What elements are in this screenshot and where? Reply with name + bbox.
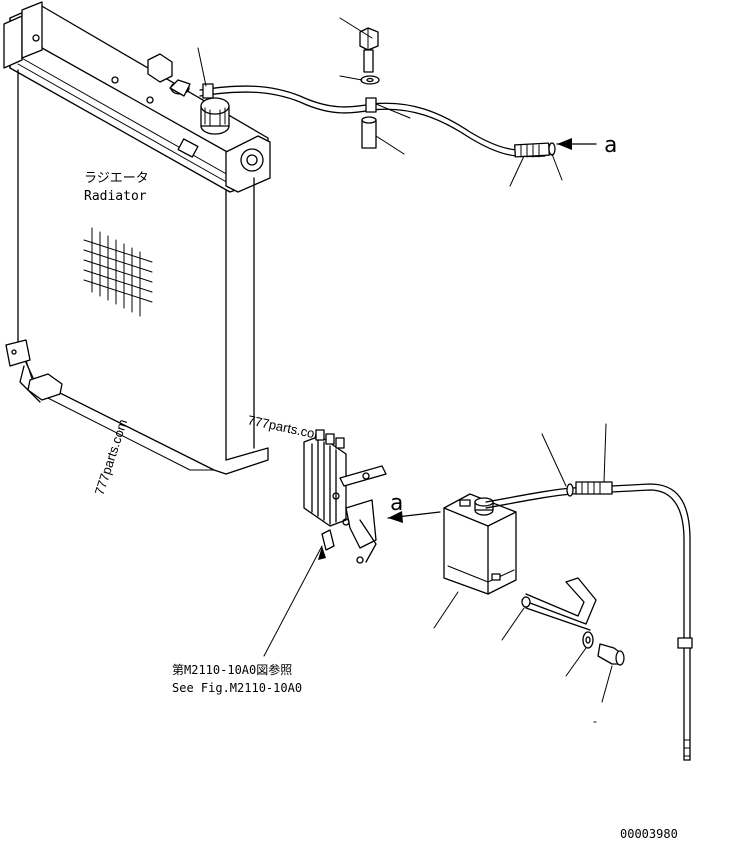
label-ref-jp: 第M2110-10A0図参照	[172, 662, 292, 677]
bolt-stack	[359, 27, 380, 149]
bolt-lower	[582, 631, 625, 666]
label-a-top: a	[604, 133, 617, 158]
reserve-tank	[443, 493, 517, 595]
overflow-hose	[199, 83, 556, 158]
arrow-a-mid: a	[387, 491, 441, 523]
leader-lines-top	[197, 17, 563, 187]
leader-lines-lower	[433, 423, 613, 723]
core-mesh	[83, 227, 153, 317]
leader-see-fig	[263, 545, 323, 657]
radiator-cap	[200, 97, 230, 135]
label-ref-en: See Fig.M2110-10A0	[172, 681, 302, 695]
label-radiator-en: Radiator	[84, 189, 147, 204]
drawing-number: 00003980	[620, 827, 678, 841]
label-radiator-jp: ラジエータ	[84, 171, 149, 186]
radiator	[3, 1, 271, 475]
label-a-mid: a	[390, 491, 403, 516]
watermark-1: 777parts.com	[92, 417, 131, 497]
tank-hose	[485, 481, 693, 761]
bracket-assembly	[303, 429, 387, 564]
arrow-a-top: a	[556, 133, 617, 158]
tank-strap	[521, 577, 597, 631]
